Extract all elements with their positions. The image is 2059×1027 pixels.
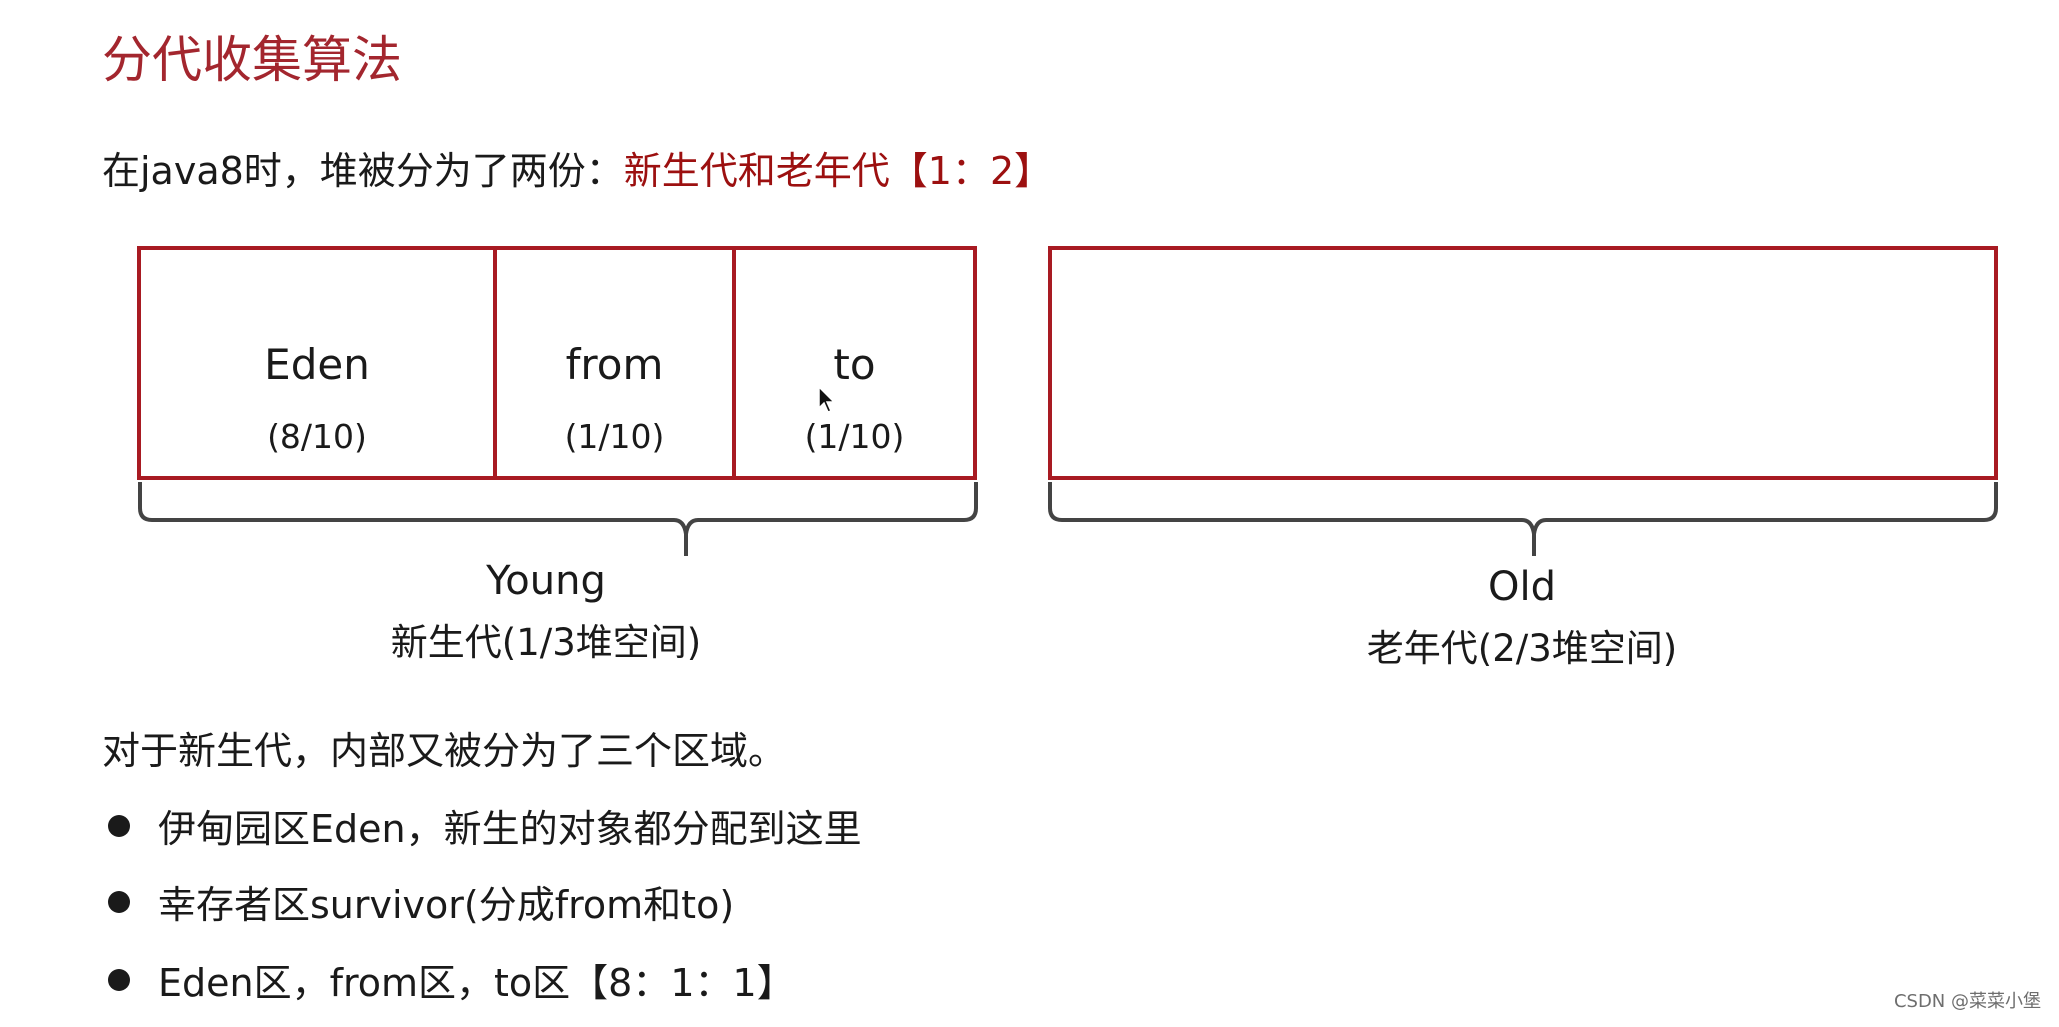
from-region: from (1/10) (497, 250, 732, 478)
old-generation-box (1048, 246, 1998, 480)
bullet-item: 幸存者区survivor(分成from和to) (108, 874, 734, 929)
young-brace-icon (138, 482, 978, 556)
young-generation-box (137, 246, 977, 480)
young-description: 对于新生代，内部又被分为了三个区域。 (102, 729, 787, 773)
bullet-dot-icon (108, 968, 130, 991)
eden-ratio: (8/10) (267, 417, 367, 456)
old-brace-icon (1048, 482, 1998, 556)
intro-line: 在java8时，堆被分为了两份：新生代和老年代【1：2】 (102, 140, 1052, 195)
old-label-en: Old (1488, 564, 1556, 610)
from-to-divider (732, 246, 736, 480)
bullet-text: 伊甸园区Eden，新生的对象都分配到这里 (158, 807, 862, 851)
young-label-en: Young (486, 558, 606, 604)
young-label: Young 新生代(1/3堆空间) (346, 558, 746, 666)
watermark: CSDN @菜菜小堡 (1893, 991, 2041, 1012)
bullet-text: Eden区，from区，to区【8：1：1】 (158, 961, 795, 1005)
bullet-item: 伊甸园区Eden，新生的对象都分配到这里 (108, 798, 862, 853)
eden-region: Eden (8/10) (141, 250, 493, 478)
to-name: to (833, 340, 876, 389)
from-ratio: (1/10) (564, 417, 665, 456)
page-title: 分代收集算法 (102, 31, 402, 89)
mouse-pointer-icon (818, 386, 836, 413)
from-name: from (565, 340, 664, 389)
bullet-dot-icon (108, 890, 130, 913)
eden-from-divider (493, 246, 497, 480)
to-ratio: (1/10) (804, 417, 905, 456)
bullet-text: 幸存者区survivor(分成from和to) (158, 883, 735, 927)
old-label-zh: 老年代(2/3堆空间) (1366, 627, 1678, 670)
young-label-zh: 新生代(1/3堆空间) (390, 621, 702, 664)
old-label: Old 老年代(2/3堆空间) (1322, 564, 1722, 672)
intro-highlight: 新生代和老年代【1：2】 (623, 149, 1053, 193)
eden-name: Eden (264, 340, 370, 389)
bullet-dot-icon (108, 814, 130, 837)
intro-prefix: 在java8时，堆被分为了两份： (102, 149, 624, 193)
bullet-item: Eden区，from区，to区【8：1：1】 (108, 952, 795, 1007)
to-region: to (1/10) (736, 250, 973, 478)
